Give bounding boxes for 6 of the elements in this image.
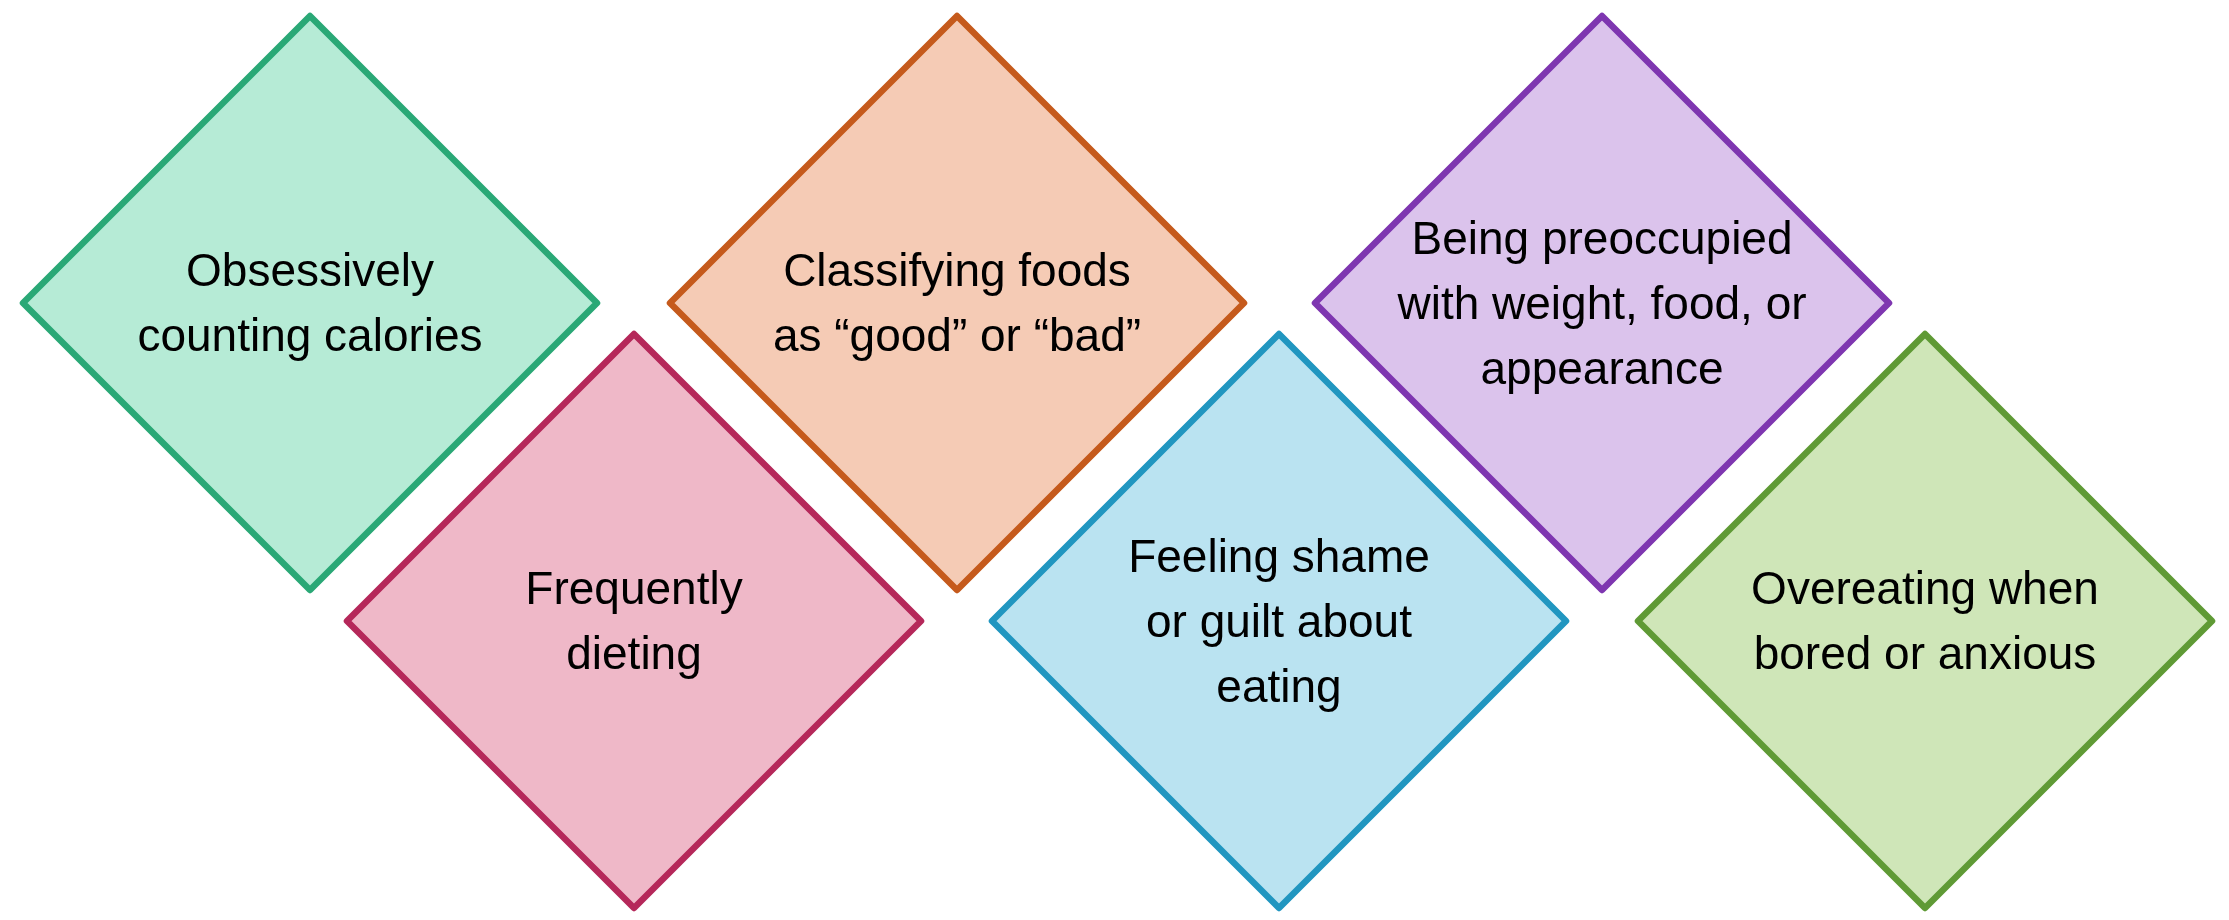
diamond-label: Classifying foods as “good” or “bad” (771, 243, 1143, 363)
diamond-label: Being preoccupied with weight, food, or appearance (1397, 210, 1807, 396)
diamond-label: Feeling shame or guilt about eating (1127, 528, 1431, 714)
diamond-label: Overeating when bored or anxious (1750, 561, 2100, 681)
diamond-label: Obsessively counting calories (136, 243, 484, 363)
diamond-label: Frequently dieting (524, 561, 744, 681)
